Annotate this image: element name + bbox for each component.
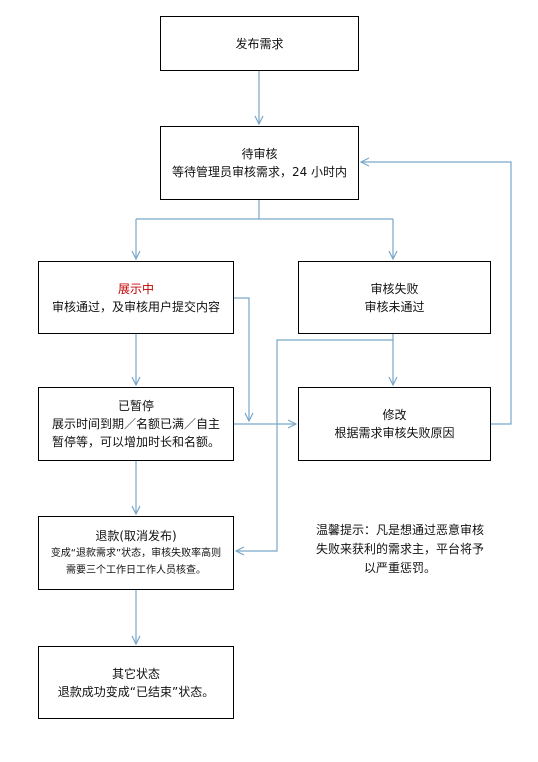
node-paused: 已暂停 展示时间到期／名额已满／自主 暂停等，可以增加时长和名额。 — [38, 387, 234, 461]
node-paused-desc-2: 暂停等，可以增加时长和名额。 — [51, 435, 220, 449]
node-other-status: 其它状态 退款成功变成“已结束”状态。 — [38, 646, 234, 719]
node-paused-desc-1: 展示时间到期／名额已满／自主 — [51, 417, 220, 431]
node-pending-title: 待审核 — [241, 147, 278, 161]
node-refund-desc-1: 变成“退款需求”状态，审核失败率高则 — [50, 548, 222, 559]
arrow-failed-to-refund — [236, 339, 393, 551]
arrow-pending-split — [136, 200, 393, 220]
node-refund-desc-2: 需要三个工作日工作人员核查。 — [66, 565, 206, 576]
node-publish-request: 发布需求 — [160, 16, 359, 71]
node-pending-review: 待审核 等待管理员审核需求，24 小时内 — [160, 126, 359, 200]
warning-note-line-1: 温馨提示：凡是想通过恶意审核 — [315, 523, 484, 537]
node-modify: 修改 根据需求审核失败原因 — [298, 387, 491, 461]
node-other-title: 其它状态 — [111, 666, 160, 681]
node-showing: 展示中 审核通过，及审核用户提交内容 — [38, 261, 234, 334]
node-review-failed: 审核失败 审核未通过 — [298, 261, 491, 334]
arrow-showing-side — [234, 297, 249, 421]
node-failed-title: 审核失败 — [370, 281, 419, 296]
node-refund-title: 退款(取消发布) — [95, 529, 177, 543]
warning-note-line-3: 以严重惩罚。 — [363, 561, 436, 575]
node-failed-desc: 审核未通过 — [364, 299, 425, 314]
arrow-modify-to-pending — [361, 162, 512, 425]
node-paused-title: 已暂停 — [117, 399, 154, 413]
node-modify-title: 修改 — [382, 408, 407, 422]
node-showing-desc: 审核通过，及审核用户提交内容 — [51, 299, 220, 314]
warning-note: 温馨提示：凡是想通过恶意审核 失败来获利的需求主，平台将予 以严重惩罚。 — [300, 521, 500, 578]
node-publish-label: 发布需求 — [235, 36, 284, 51]
node-refund: 退款(取消发布) 变成“退款需求”状态，审核失败率高则 需要三个工作日工作人员核… — [38, 516, 234, 590]
node-showing-title: 展示中 — [117, 281, 154, 296]
warning-note-line-2: 失败来获利的需求主，平台将予 — [315, 542, 484, 556]
node-pending-desc: 等待管理员审核需求，24 小时内 — [171, 165, 348, 179]
node-modify-desc: 根据需求审核失败原因 — [334, 426, 455, 440]
node-other-desc: 退款成功变成“已结束”状态。 — [57, 684, 215, 699]
